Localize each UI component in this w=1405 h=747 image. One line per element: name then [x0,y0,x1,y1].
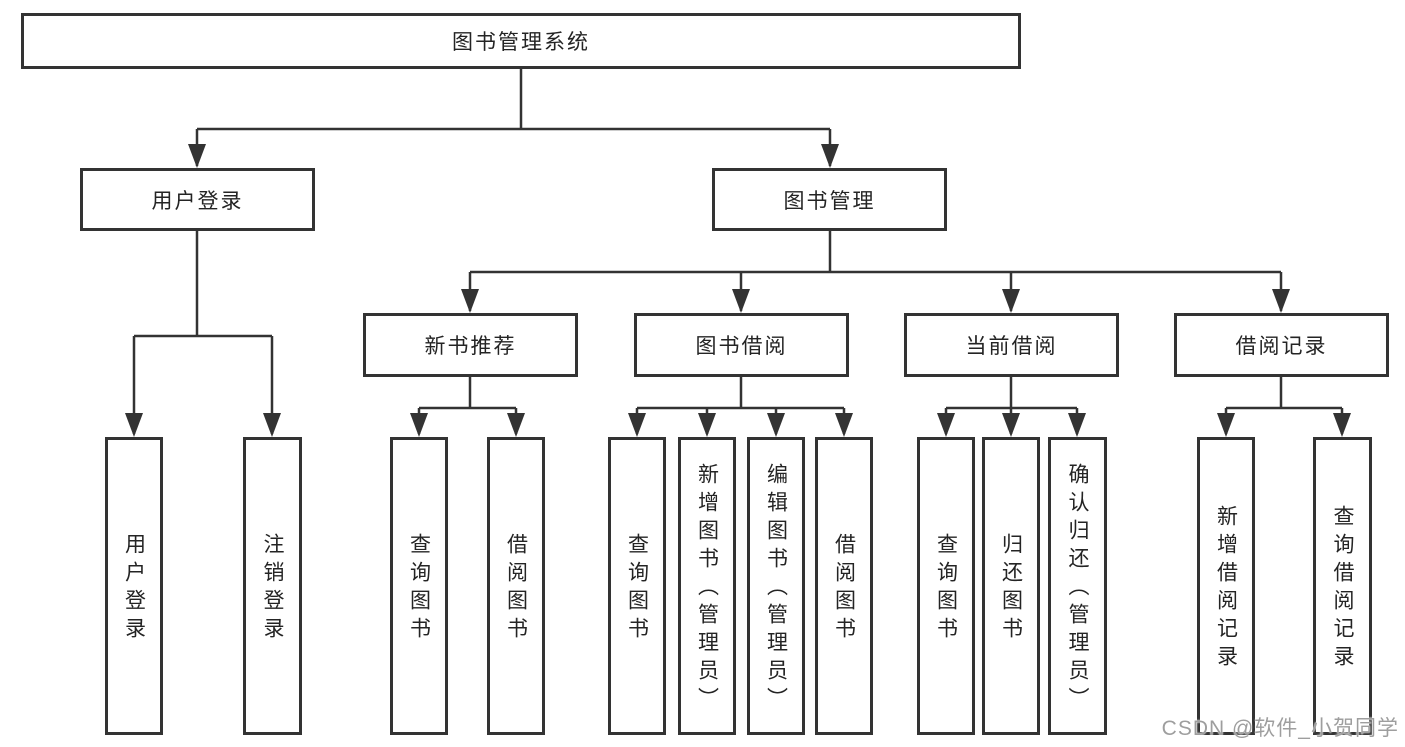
leaf-edit-books-admin: 编辑图书（管理员） [747,437,805,735]
leaf-query-borrow-record: 查询借阅记录 [1313,437,1372,735]
node-user-login: 用户登录 [80,168,315,231]
leaf-add-borrow-record: 新增借阅记录 [1197,437,1255,735]
leaf-user-login: 用户登录 [105,437,163,735]
node-book-management: 图书管理 [712,168,947,231]
node-new-book-recommend: 新书推荐 [363,313,578,377]
leaf-query-books-recommend: 查询图书 [390,437,448,735]
node-current-borrow: 当前借阅 [904,313,1119,377]
leaf-borrow-books: 借阅图书 [815,437,873,735]
node-borrow-records: 借阅记录 [1174,313,1389,377]
edge-lines [132,69,1344,434]
node-book-borrow: 图书借阅 [634,313,849,377]
leaf-confirm-return-admin: 确认归还（管理员） [1048,437,1107,735]
leaf-return-books: 归还图书 [982,437,1040,735]
arrowheads [125,144,1351,437]
leaf-add-books-admin: 新增图书（管理员） [678,437,736,735]
leaf-query-books-borrow: 查询图书 [608,437,666,735]
node-root-system: 图书管理系统 [21,13,1021,69]
leaf-logout: 注销登录 [243,437,302,735]
leaf-borrow-books-recommend: 借阅图书 [487,437,545,735]
leaf-query-books-current: 查询图书 [917,437,975,735]
